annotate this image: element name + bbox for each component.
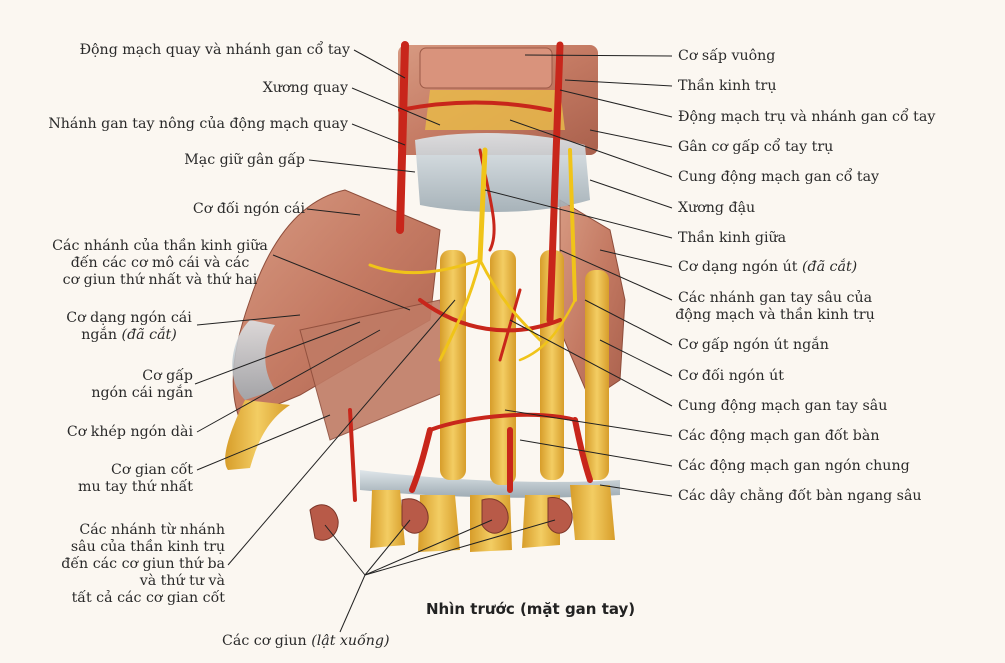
arteries: [348, 41, 593, 502]
label-ulnar-nerve: Thần kinh trụ: [678, 78, 777, 94]
ligaments: [232, 133, 620, 498]
label-ulnar-deep-branches: Các nhánh từ nhánh sâu của thần kinh trụ…: [61, 522, 225, 606]
label-fdm-brevis: Cơ gấp ngón út ngắn: [678, 337, 829, 353]
label-abductor-pollicis-brevis: Cơ dạng ngón cái ngắn (đã cắt): [66, 310, 192, 343]
label-radial-artery: Động mạch quay và nhánh gan cổ tay: [79, 42, 350, 58]
label-deep-transverse-metacarpal: Các dây chằng đốt bàn ngang sâu: [678, 488, 922, 504]
label-flexor-retinaculum: Mạc giữ gân gấp: [184, 152, 305, 168]
label-flexor-pollicis-brevis: Cơ gấp ngón cái ngắn: [91, 368, 193, 401]
nerves: [368, 147, 577, 362]
label-palmar-carpal-arch: Cung động mạch gan cổ tay: [678, 169, 880, 185]
label-pisiform: Xương đậu: [678, 200, 756, 216]
label-palmar-metacarpal-arteries: Các động mạch gan đốt bàn: [678, 428, 880, 444]
label-fcu-tendon: Gân cơ gấp cổ tay trụ: [678, 139, 834, 155]
label-abductor-digiti-minimi: Cơ dạng ngón út (đã cắt): [678, 259, 858, 275]
forearm: [398, 45, 598, 155]
label-common-palmar-digital: Các động mạch gan ngón chung: [678, 458, 910, 474]
label-deep-palmar-arch: Cung động mạch gan tay sâu: [678, 398, 888, 414]
label-lumbricals: Các cơ giun (lật xuống): [222, 633, 390, 649]
label-opponens-digiti-minimi: Cơ đối ngón út: [678, 368, 784, 384]
label-deep-ulnar-branches: Các nhánh gan tay sâu của động mạch và t…: [675, 290, 875, 323]
label-median-nerve: Thần kinh giữa: [678, 230, 787, 246]
lumbricals: [309, 496, 573, 541]
label-opponens-pollicis: Cơ đối ngón cái: [192, 201, 305, 217]
label-adductor-pollicis: Cơ khép ngón dài: [66, 424, 193, 440]
label-first-dorsal-interosseous: Cơ gian cốt mu tay thứ nhất: [78, 462, 193, 495]
label-pronator-quadratus: Cơ sấp vuông: [678, 48, 776, 64]
label-ulnar-artery: Động mạch trụ và nhánh gan cổ tay: [678, 109, 936, 125]
leader-lines: [194, 49, 673, 633]
label-superficial-palmar-branch: Nhánh gan tay nông của động mạch quay: [48, 116, 348, 132]
figure-caption: Nhìn trước (mặt gan tay): [426, 600, 636, 618]
label-radius: Xương quay: [262, 80, 348, 96]
label-median-nerve-branches: Các nhánh của thần kinh giữa đến các cơ …: [52, 238, 268, 288]
